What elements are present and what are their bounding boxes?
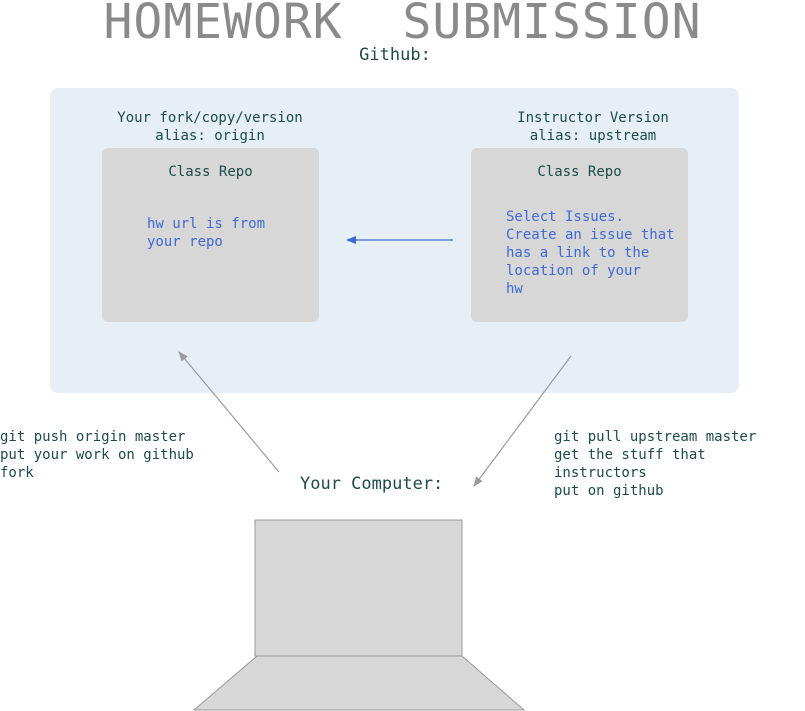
fork-repo-title: Class Repo: [168, 164, 253, 180]
push-arrow: [178, 351, 280, 473]
instructor-repo-box: Class Repo Select Issues. Create an issu…: [471, 148, 688, 322]
push-note: git push origin master put your work on …: [0, 429, 194, 481]
laptop-screen: [254, 519, 463, 657]
laptop-icon: [192, 519, 526, 711]
computer-label: Your Computer:: [300, 474, 444, 494]
fork-repo-note: hw url is from your repo: [147, 216, 266, 250]
github-label: Github:: [359, 45, 431, 65]
laptop-keyboard: [192, 655, 526, 711]
fork-repo-label: Your fork/copy/version alias: origin: [117, 110, 303, 144]
pull-note: git pull upstream master get the stuff t…: [554, 429, 757, 499]
instructor-repo-note: Select Issues. Create an issue that has …: [506, 209, 675, 297]
instructor-repo-title: Class Repo: [537, 164, 622, 180]
pull-arrow: [473, 355, 572, 487]
fork-repo-box: Class Repo hw url is from your repo: [102, 148, 319, 322]
instructor-repo-label: Instructor Version alias: upstream: [517, 110, 669, 144]
page-title: HOMEWORK SUBMISSION: [103, 0, 702, 50]
